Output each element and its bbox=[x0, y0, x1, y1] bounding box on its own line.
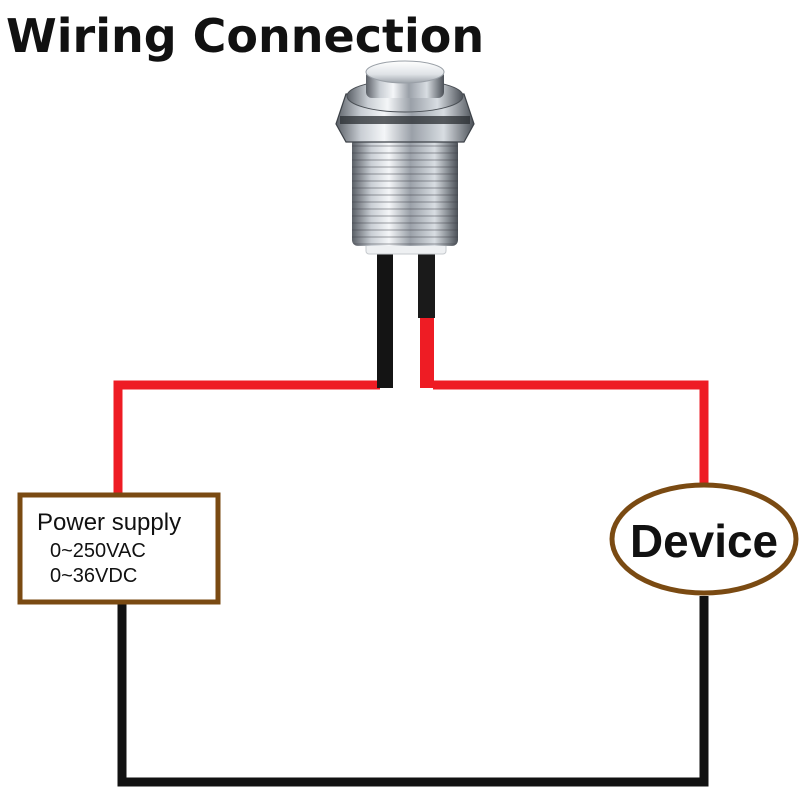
switch-red-lead-sleeve bbox=[418, 250, 435, 318]
power-supply-dc-range: 0~36VDC bbox=[50, 565, 137, 587]
power-supply-ac-range: 0~250VAC bbox=[50, 540, 146, 562]
circuit-wires bbox=[113, 380, 709, 787]
device-border bbox=[609, 482, 799, 596]
diagram-title: Wiring Connection bbox=[6, 9, 484, 63]
device-node: Device bbox=[609, 482, 799, 596]
device-label: Device bbox=[630, 515, 778, 567]
power-supply-box: Power supply 0~250VAC 0~36VDC bbox=[17, 492, 221, 605]
red-wire-right bbox=[433, 380, 709, 483]
push-button-switch-icon bbox=[335, 60, 475, 388]
switch-black-lead bbox=[377, 250, 393, 388]
power-supply-border bbox=[17, 492, 221, 605]
switch-red-lead bbox=[420, 318, 434, 388]
red-wire-left bbox=[113, 380, 380, 495]
black-wire-return bbox=[117, 596, 709, 787]
power-supply-label: Power supply bbox=[37, 509, 181, 536]
